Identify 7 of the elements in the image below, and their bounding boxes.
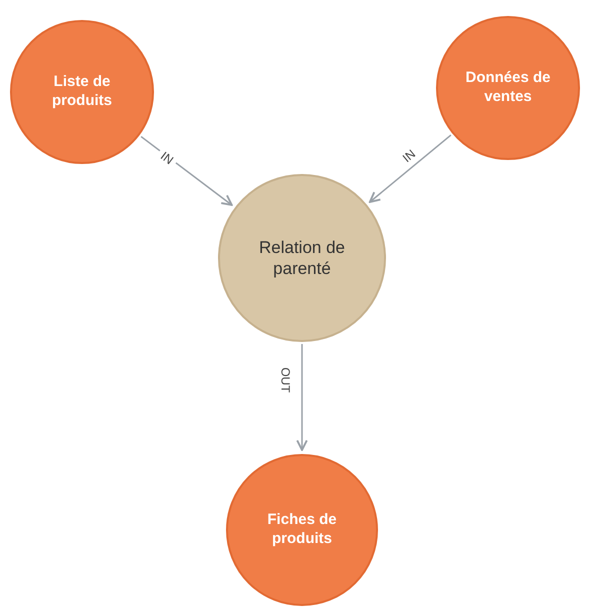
arrow bbox=[368, 134, 452, 203]
node-label: Relation de parenté bbox=[258, 236, 346, 280]
node-label: Données de ventes bbox=[464, 69, 552, 107]
node-label: Fiches de produits bbox=[266, 511, 338, 549]
arrow bbox=[296, 344, 308, 451]
arrow bbox=[140, 136, 233, 206]
node-label: Liste de produits bbox=[51, 73, 113, 111]
